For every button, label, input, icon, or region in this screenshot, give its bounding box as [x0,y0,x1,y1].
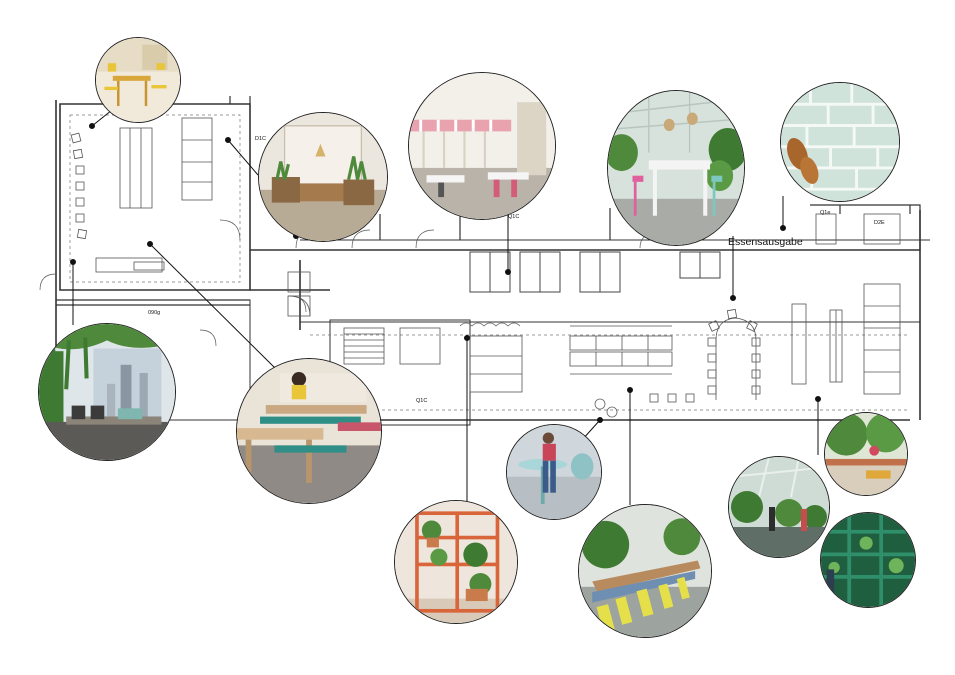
photo-booths-with-plants [258,112,388,242]
photo-yellow-chairs-cafe [95,37,181,123]
photo-pink-striped-awning [408,72,556,220]
photo-green-wall-shelving [820,512,916,608]
photo-orange-shelving-plants [394,500,518,624]
bench-chairs-main [649,308,761,403]
photo-window-seating-plants [38,323,176,461]
main-hall-tables [469,283,901,395]
room-tag: D2E [874,220,885,226]
room-tag: Q1C [416,398,428,404]
room-tag: Q1C [508,214,520,220]
room-tag: Q1e [820,210,831,216]
photo-round-table-person [506,424,602,520]
photo-trees-rooftop [824,412,908,496]
photo-tiled-wall-bread [780,82,900,202]
photo-yellow-chairs-long-table [578,504,712,638]
room-tag: 090g [148,310,161,316]
photo-bench-tables-teal [236,358,382,504]
photo-greenhouse-people [728,456,830,558]
photo-greenhouse-high-tables [607,90,745,246]
serving-area-label: Essensausgabe [728,236,803,248]
bench-chairs-left [70,132,88,240]
room-tag: D1C [255,136,267,142]
